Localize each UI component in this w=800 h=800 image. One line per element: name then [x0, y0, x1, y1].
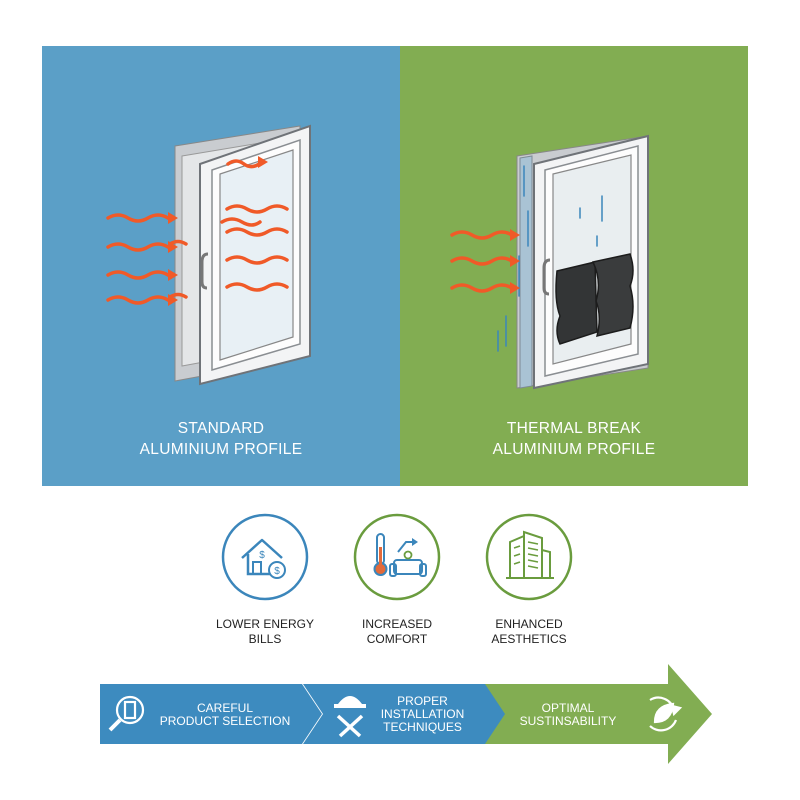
- benefit-label-line1: INCREASED: [361, 617, 432, 631]
- magnifier-window-icon: [108, 695, 145, 732]
- benefit-increased-comfort: INCREASED COMFORT: [332, 512, 462, 647]
- hardhat-tools-icon: [334, 696, 366, 738]
- standard-profile-panel: STANDARD ALUMINIUM PROFILE: [42, 46, 400, 486]
- thermal-break-insert: [555, 253, 634, 345]
- standard-profile-label: STANDARD ALUMINIUM PROFILE: [42, 418, 400, 460]
- building-icon: [485, 513, 573, 601]
- benefit-label-line1: ENHANCED: [495, 617, 563, 631]
- thermometer-sofa-icon: [353, 513, 441, 601]
- step-label-line: PRODUCT SELECTION: [159, 714, 291, 728]
- step-product-selection: CAREFUL PRODUCT SELECTION: [150, 702, 300, 728]
- process-flow: CAREFUL PRODUCT SELECTION PROPER INSTALL…: [0, 664, 800, 764]
- heat-flow-arrows: [106, 159, 289, 305]
- step-label-line: INSTALLATION: [380, 707, 465, 721]
- thermal-break-window-illustration: [450, 134, 649, 390]
- house-dollar-icon: $ $: [221, 513, 309, 601]
- benefit-label-line2: AESTHETICS: [491, 632, 567, 646]
- thermal-break-panel: THERMAL BREAK ALUMINIUM PROFILE: [400, 46, 748, 486]
- benefit-label-line1: LOWER ENERGY: [215, 617, 314, 631]
- step-label-line: PROPER: [397, 694, 448, 708]
- thermal-label-line2: ALUMINIUM PROFILE: [492, 441, 656, 458]
- standard-window-illustration: [106, 124, 311, 386]
- benefit-lower-energy-bills: $ $ LOWER ENERGY BILLS: [200, 512, 330, 647]
- step-label-line: TECHNIQUES: [383, 720, 462, 734]
- step-label-line: OPTIMAL: [541, 701, 595, 715]
- thermal-break-label: THERMAL BREAK ALUMINIUM PROFILE: [400, 418, 748, 460]
- svg-text:$: $: [274, 566, 280, 577]
- thermal-label-line1: THERMAL BREAK: [506, 420, 642, 437]
- step-sustainability: OPTIMAL SUSTINSABILITY: [508, 702, 628, 728]
- step-label-line: CAREFUL: [196, 701, 253, 715]
- benefit-enhanced-aesthetics: ENHANCED AESTHETICS: [464, 512, 594, 647]
- standard-label-line1: STANDARD: [177, 420, 265, 437]
- benefit-label-line2: COMFORT: [366, 632, 428, 646]
- leaf-cycle-icon: [649, 696, 683, 732]
- step-label-line: SUSTINSABILITY: [519, 714, 617, 728]
- step-installation: PROPER INSTALLATION TECHNIQUES: [365, 695, 480, 734]
- process-chevrons: [100, 664, 712, 764]
- benefit-label-line2: BILLS: [248, 632, 282, 646]
- standard-label-line2: ALUMINIUM PROFILE: [139, 441, 303, 458]
- svg-text:$: $: [259, 550, 265, 561]
